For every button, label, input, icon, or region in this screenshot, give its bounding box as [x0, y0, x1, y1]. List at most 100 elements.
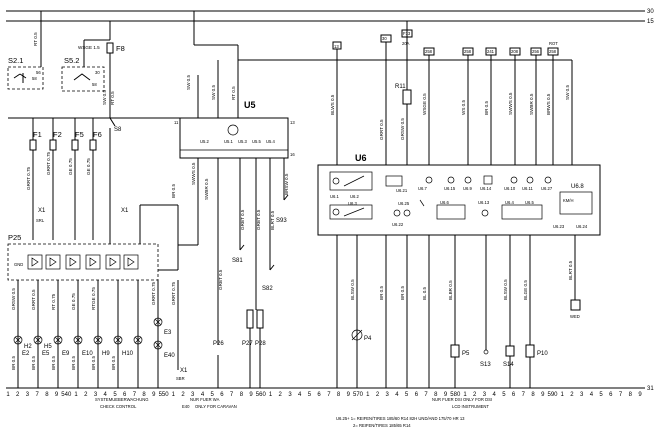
- scale-number: 4: [104, 392, 108, 398]
- svg-text:BL 0.5: BL 0.5: [422, 286, 427, 300]
- svg-text:SWBR 0.5: SWBR 0.5: [204, 178, 209, 200]
- svg-text:E40: E40: [164, 353, 175, 359]
- svg-text:241: 241: [487, 49, 495, 54]
- scale-number: 8: [337, 392, 341, 398]
- svg-text:U6.24: U6.24: [576, 224, 588, 229]
- scale-number: 8: [629, 392, 633, 398]
- svg-text:H5: H5: [44, 344, 52, 350]
- svg-text:BRSW 0.5: BRSW 0.5: [284, 173, 289, 195]
- fuse-f8: F8: [106, 42, 125, 54]
- scale-number: 4: [395, 392, 399, 398]
- switch-s5-2: S5.2 30 58 WSGE 1.5: [61, 45, 105, 92]
- svg-text:P10: P10: [537, 351, 548, 357]
- svg-text:SRL: SRL: [36, 218, 45, 223]
- svg-text:GRRT 0.75: GRRT 0.75: [46, 151, 51, 175]
- svg-text:RT 0.75: RT 0.75: [51, 293, 56, 310]
- svg-text:13: 13: [290, 120, 295, 125]
- svg-text:U6.7: U6.7: [418, 186, 428, 191]
- svg-text:GE 0.75: GE 0.75: [68, 158, 73, 175]
- scale-number: 550: [159, 392, 170, 398]
- scale-number: 1: [561, 392, 565, 398]
- note-caravan: NUR FUER WA E40 ONLY FOR CARAVAN: [182, 397, 237, 409]
- scale-number: 7: [36, 392, 40, 398]
- connector-x1-caravan: X1 SBR: [176, 368, 188, 381]
- note-dsi-lcd: NUR FUER DSI ONLY FOR DSI LCD INSTRUMENT: [432, 397, 492, 409]
- svg-text:BLSW 0.5: BLSW 0.5: [503, 279, 508, 300]
- scale-number: 9: [541, 392, 545, 398]
- svg-text:SBR: SBR: [176, 376, 185, 381]
- svg-text:WED: WED: [570, 314, 580, 319]
- scale-number: 2: [473, 392, 477, 398]
- scale-number: 5: [211, 392, 215, 398]
- svg-text:GE 0.75: GE 0.75: [71, 293, 76, 310]
- sensors-p27-p28: P27 P28: [242, 309, 266, 347]
- svg-text:U6.25: U6.25: [398, 201, 410, 206]
- svg-text:BRWS 0.5: BRWS 0.5: [546, 93, 551, 115]
- svg-text:H2: H2: [24, 344, 32, 350]
- svg-text:ROT: ROT: [549, 41, 558, 46]
- scale-number: 1: [463, 392, 467, 398]
- scale-number: 7: [619, 392, 623, 398]
- svg-text:H9: H9: [102, 351, 110, 357]
- scale-number: 8: [240, 392, 244, 398]
- scale-number: 2: [376, 392, 380, 398]
- scale-number: 6: [317, 392, 321, 398]
- scale-number: 4: [590, 392, 594, 398]
- svg-text:P28: P28: [255, 341, 266, 347]
- switch-s82: S82: [262, 264, 275, 292]
- svg-text:BR 0.5: BR 0.5: [111, 356, 116, 370]
- scale-number: 9: [152, 392, 156, 398]
- svg-text:WSGE 0.5: WSGE 0.5: [422, 93, 427, 115]
- svg-text:56: 56: [36, 70, 41, 75]
- svg-text:SW 0.5: SW 0.5: [211, 84, 216, 100]
- scale-number: 6: [609, 392, 613, 398]
- svg-text:GRRT 0.5: GRRT 0.5: [379, 119, 384, 140]
- scale-number: 7: [424, 392, 428, 398]
- svg-text:BLGE 0.5: BLGE 0.5: [523, 280, 528, 300]
- svg-text:E3: E3: [164, 330, 172, 336]
- switch-s81: S81: [232, 244, 245, 264]
- svg-text:LCD INSTRUMENT: LCD INSTRUMENT: [452, 404, 489, 409]
- svg-text:SWWS 0.5: SWWS 0.5: [191, 162, 196, 185]
- svg-text:258: 258: [464, 49, 472, 54]
- scale-number: 6: [220, 392, 224, 398]
- svg-text:GND: GND: [14, 262, 23, 267]
- scale-number: 3: [580, 392, 584, 398]
- svg-text:F8: F8: [116, 44, 125, 53]
- svg-text:GRSW 0.5: GRSW 0.5: [11, 288, 16, 310]
- svg-text:U6.27: U6.27: [541, 186, 553, 191]
- svg-text:CHECK CONTROL: CHECK CONTROL: [100, 404, 137, 409]
- svg-text:U6.8: U6.8: [571, 184, 584, 190]
- svg-text:U6.15: U6.15: [444, 186, 456, 191]
- lamp-e3: E3 E40: [153, 280, 175, 388]
- svg-text:BR 0.5: BR 0.5: [31, 356, 36, 370]
- svg-text:S2.1: S2.1: [8, 56, 23, 65]
- scale-number: 8: [45, 392, 49, 398]
- svg-text:13: 13: [334, 44, 339, 49]
- svg-text:WS 0.5: WS 0.5: [461, 99, 466, 115]
- svg-text:P27: P27: [242, 341, 253, 347]
- svg-text:U5.1: U5.1: [224, 139, 234, 144]
- svg-text:258: 258: [425, 49, 433, 54]
- scale-number: 6: [123, 392, 127, 398]
- scale-number: 4: [201, 392, 205, 398]
- switch-s8: S8: [109, 117, 122, 172]
- svg-text:F6: F6: [93, 130, 102, 139]
- top-connectors: 13 30 F13 20A 258 258 241 208 256 258 RO…: [332, 29, 559, 56]
- sensor-p26: P26: [213, 341, 224, 347]
- busbar-15: 15: [6, 19, 654, 25]
- svg-text:E9: E9: [62, 351, 70, 357]
- svg-text:31: 31: [647, 386, 654, 392]
- svg-text:F1: F1: [33, 130, 42, 139]
- svg-text:S81: S81: [232, 258, 243, 264]
- scale-number: 1: [366, 392, 370, 398]
- bulb-row-left: E2 E5 E9 E10 H9 H10 H2 H5: [13, 280, 143, 388]
- svg-text:S82: S82: [262, 286, 273, 292]
- scale-number: 2: [16, 392, 20, 398]
- svg-text:E5: E5: [42, 351, 50, 357]
- svg-text:RT 0.5: RT 0.5: [110, 91, 115, 105]
- svg-text:U6.5: U6.5: [525, 200, 535, 205]
- svg-text:U6.13: U6.13: [478, 200, 490, 205]
